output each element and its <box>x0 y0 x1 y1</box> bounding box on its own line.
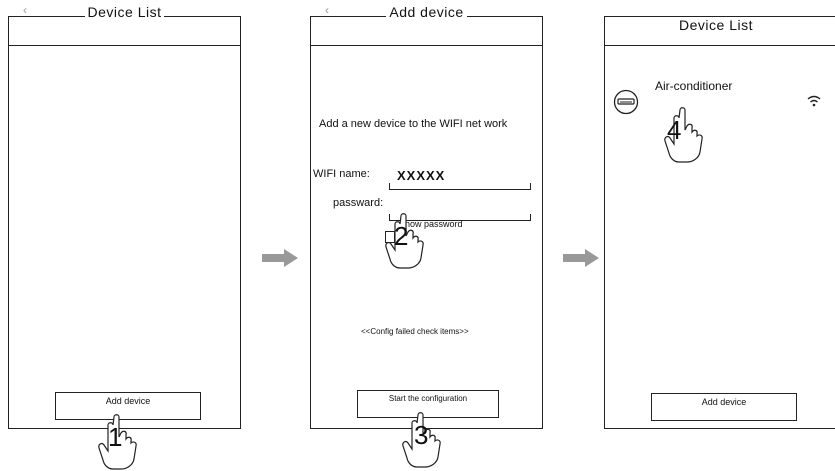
air-conditioner-icon <box>613 89 639 115</box>
wifi-name-label: WIFI name: <box>313 168 370 180</box>
phone-screen-device-list-empty: ‹ Device List Add device <box>8 3 241 429</box>
phone-screen-device-list: Device List Air-conditioner Add device <box>604 16 835 429</box>
config-failed-link[interactable]: <<Config failed check items>> <box>361 327 469 336</box>
tap-hand-icon <box>98 414 137 470</box>
start-configuration-button[interactable]: Start the configuration <box>357 390 499 418</box>
add-device-button[interactable]: Add device <box>55 392 201 420</box>
tap-hand-icon <box>664 107 703 163</box>
wifi-name-field[interactable] <box>389 189 531 190</box>
header-bar: ‹ Device List <box>9 3 240 46</box>
screen-title: Device List <box>84 4 165 20</box>
add-device-prompt: Add a new device to the WIFI net work <box>319 118 508 130</box>
password-field[interactable] <box>389 220 531 221</box>
header-bar: Device List <box>605 17 835 46</box>
screen-title: Add device <box>386 4 467 20</box>
tap-hand-icon <box>385 213 424 269</box>
add-device-button[interactable]: Add device <box>651 393 797 421</box>
step-number: 2 <box>394 221 409 251</box>
arrow-right-icon <box>262 249 298 267</box>
back-icon[interactable]: ‹ <box>23 3 27 17</box>
phone-screen-add-device: ‹ Add device Add a new device to the WIF… <box>310 3 543 429</box>
device-list-item[interactable]: Air-conditioner <box>611 77 831 117</box>
show-password-label: Show password <box>399 219 463 229</box>
step-number: 1 <box>108 422 123 452</box>
device-name: Air-conditioner <box>655 79 733 93</box>
back-icon[interactable]: ‹ <box>325 3 329 17</box>
step-number: 3 <box>414 420 429 450</box>
tap-hand-icon <box>402 412 441 468</box>
header-bar: ‹ Add device <box>311 3 542 46</box>
password-label: passward: <box>333 197 384 209</box>
wifi-name-value: XXXXX <box>397 168 446 183</box>
wifi-icon <box>807 95 821 107</box>
step-number: 4 <box>667 115 682 145</box>
arrow-right-icon <box>563 249 599 267</box>
screen-title: Device List <box>676 17 756 33</box>
